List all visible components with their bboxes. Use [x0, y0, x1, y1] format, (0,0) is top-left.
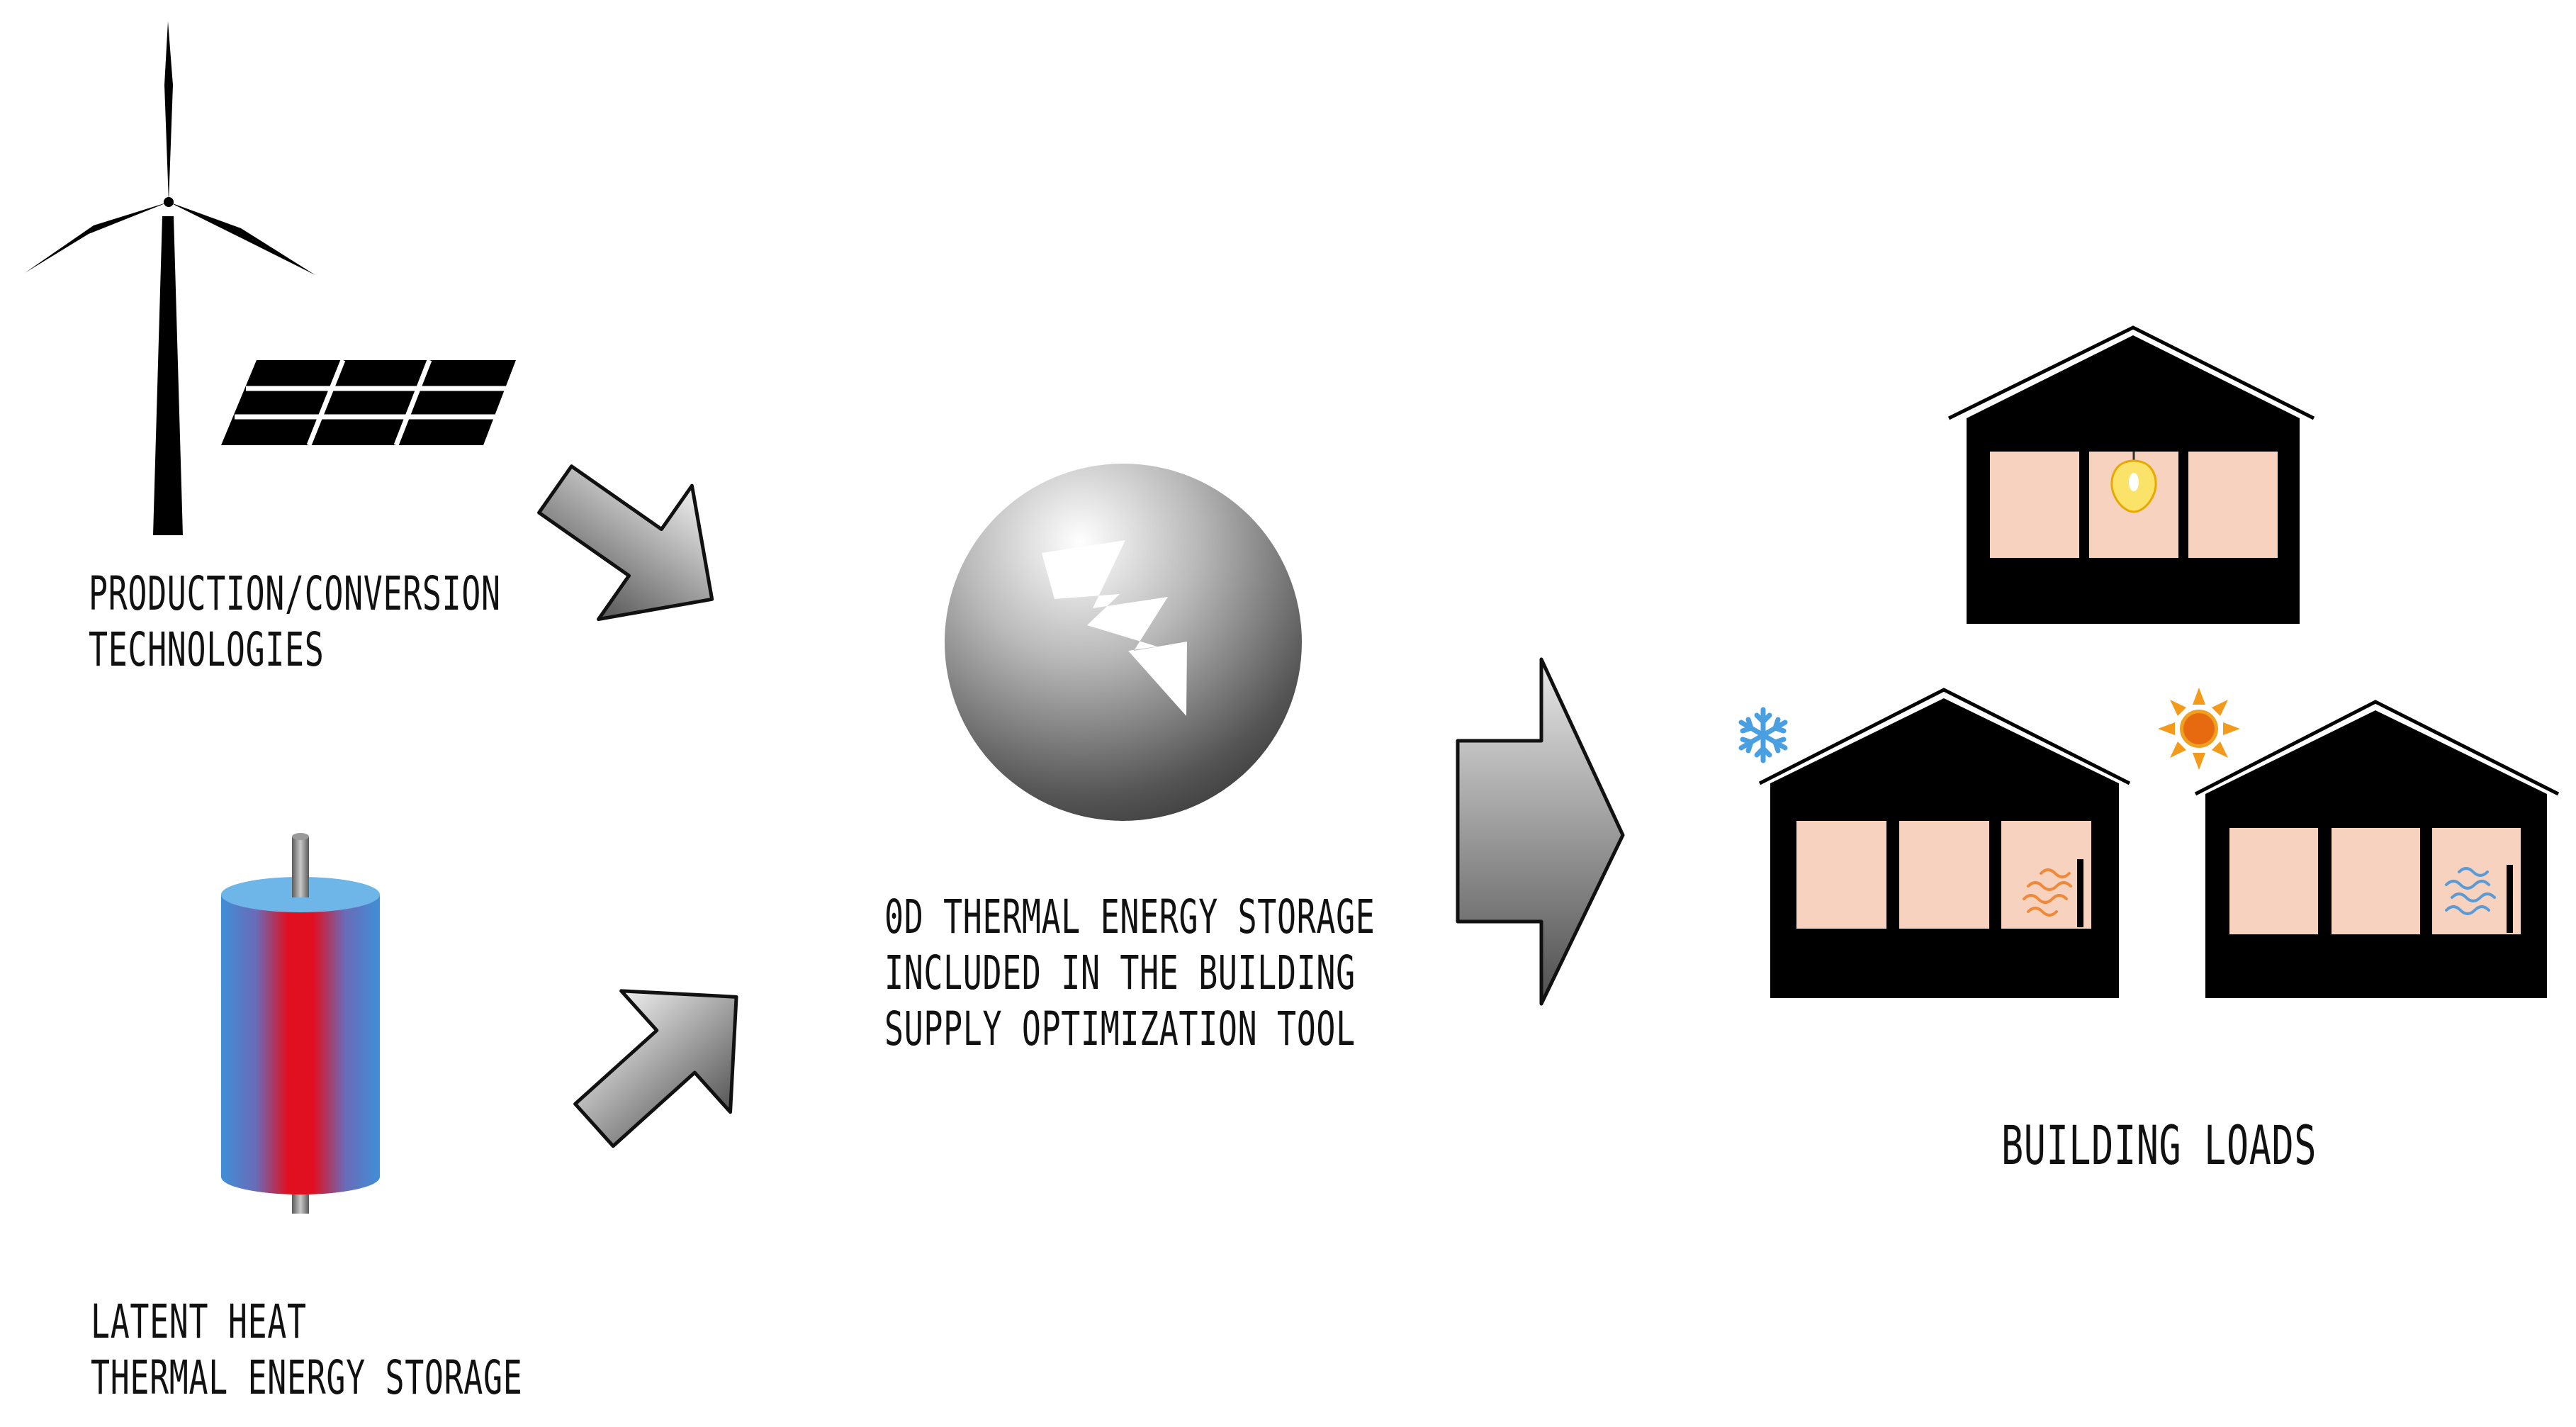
- arrow-storage-to-buildings: [1456, 657, 1625, 1006]
- latent-heat-label-line-1: LATENT HEAT: [91, 1294, 307, 1349]
- production-label: PRODUCTION/CONVERSION TECHNOLOGIES: [89, 566, 501, 678]
- center-storage-label-line-1: 0D THERMAL ENERGY STORAGE: [884, 890, 1376, 944]
- production-label-line-1: PRODUCTION/CONVERSION: [89, 566, 501, 621]
- latent-heat-label: LATENT HEAT THERMAL ENERGY STORAGE: [91, 1294, 522, 1406]
- arrow-latent-to-storage: [573, 989, 738, 1148]
- storage-tank-icon: [221, 833, 380, 1214]
- snowflake-icon: [1738, 707, 1788, 763]
- production-label-line-2: TECHNOLOGIES: [89, 622, 325, 678]
- arrow-production-to-storage: [537, 464, 714, 622]
- thermal-storage-button: [945, 464, 1302, 821]
- solar-panel-icon: [221, 359, 516, 447]
- center-storage-label-line-3: SUPPLY OPTIMIZATION TOOL: [884, 1002, 1356, 1057]
- house-bottom-right: [2194, 700, 2560, 998]
- center-storage-label: 0D THERMAL ENERGY STORAGE INCLUDED IN TH…: [884, 889, 1376, 1058]
- building-loads-label: BUILDING LOADS: [2001, 1114, 2317, 1177]
- lightning-icon: [1042, 540, 1187, 716]
- wind-turbine-icon: [25, 21, 315, 535]
- house-bottom-left: [1758, 688, 2131, 998]
- center-storage-label-line-2: INCLUDED IN THE BUILDING: [884, 946, 1356, 1001]
- cold-waves-icon: [2445, 867, 2496, 915]
- house-top: [1947, 325, 2315, 624]
- heat-waves-icon: [2023, 868, 2072, 917]
- sun-icon: [2158, 688, 2240, 770]
- latent-heat-label-line-2: THERMAL ENERGY STORAGE: [91, 1350, 523, 1406]
